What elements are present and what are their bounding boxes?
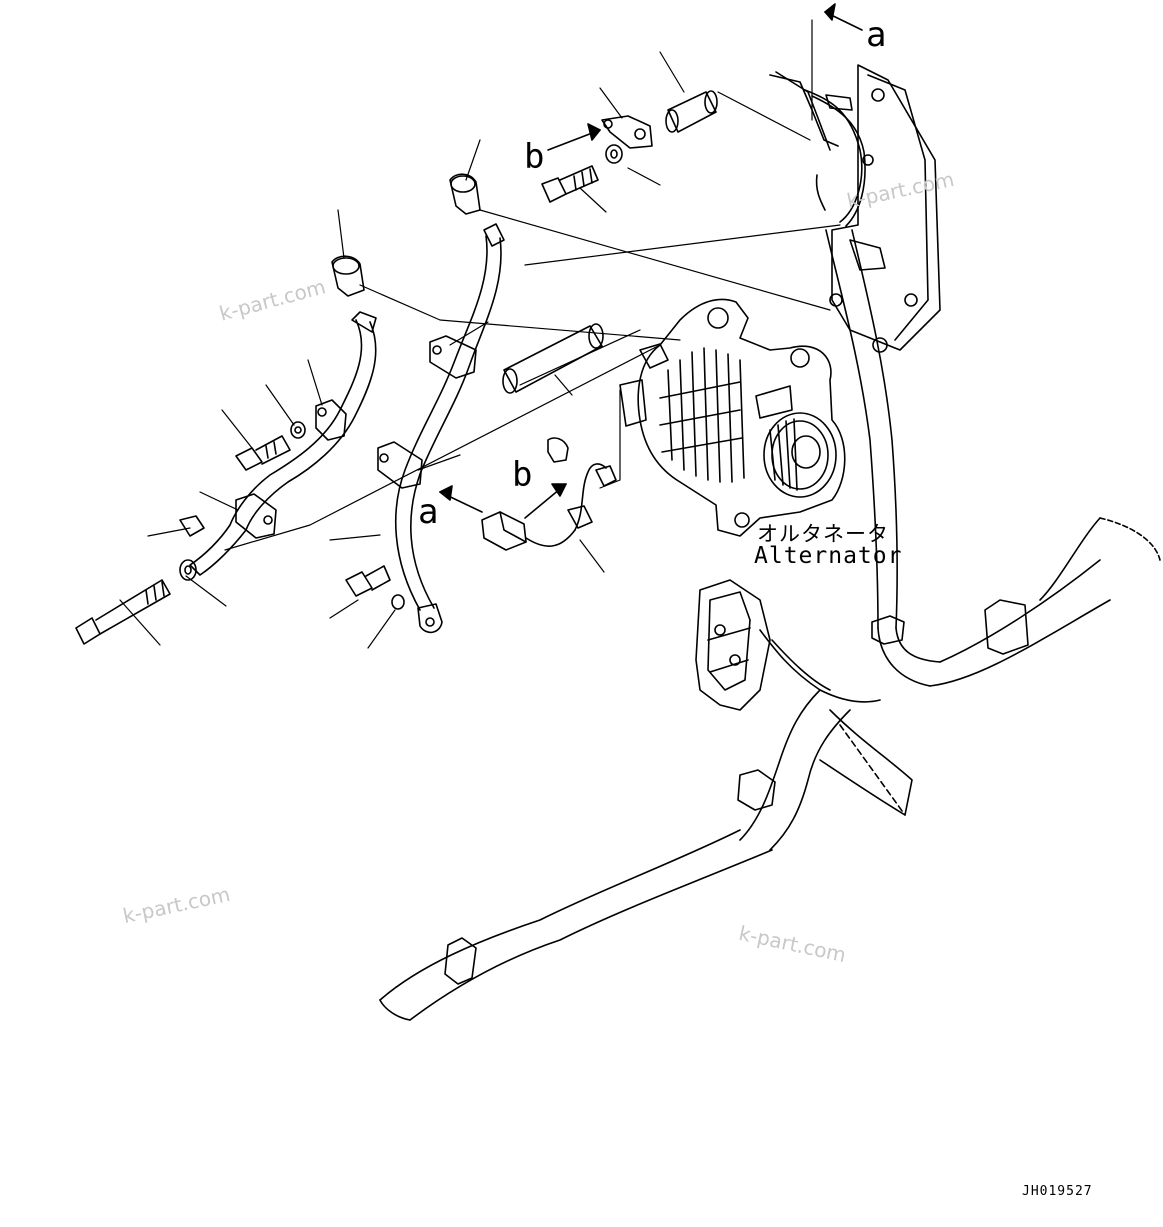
leader-lines xyxy=(119,19,841,649)
harness-connector xyxy=(481,437,617,551)
washer-top xyxy=(605,144,623,164)
bolt-short-left xyxy=(235,435,291,471)
main-harness xyxy=(379,229,1161,1021)
alternator-label-en: Alternator xyxy=(754,543,903,569)
starter-relay xyxy=(695,579,771,711)
washer-flange xyxy=(391,594,405,610)
terminal-clip-top xyxy=(601,115,653,149)
cable-clamp-2 xyxy=(377,441,423,489)
callout-a-top: a xyxy=(866,15,887,55)
bolt-top xyxy=(541,165,599,203)
cable-clamp-4 xyxy=(235,493,277,539)
cable-clamp-1 xyxy=(429,335,477,379)
mounting-bracket xyxy=(769,64,941,353)
callout-arrows xyxy=(439,3,863,519)
cable-clamp-3 xyxy=(315,399,347,441)
alternator xyxy=(619,298,846,537)
terminal-cap-a xyxy=(449,173,481,215)
washer-left xyxy=(290,421,306,439)
bolt-long xyxy=(75,579,171,645)
document-id: JH019527 xyxy=(1022,1184,1093,1199)
washer-long-bolt xyxy=(179,559,197,581)
spacer-mid xyxy=(502,323,604,394)
battery-cable-a xyxy=(394,223,505,634)
battery-cable-b xyxy=(179,311,377,576)
spacer-top xyxy=(665,90,718,133)
alternator-label-jp: オルタネータ xyxy=(757,522,889,546)
callout-b-top: b xyxy=(524,137,545,177)
terminal-cap-b xyxy=(331,255,365,297)
bolt-flange xyxy=(345,565,391,597)
callout-a-mid: a xyxy=(418,492,439,532)
callout-b-mid: b xyxy=(512,455,533,495)
